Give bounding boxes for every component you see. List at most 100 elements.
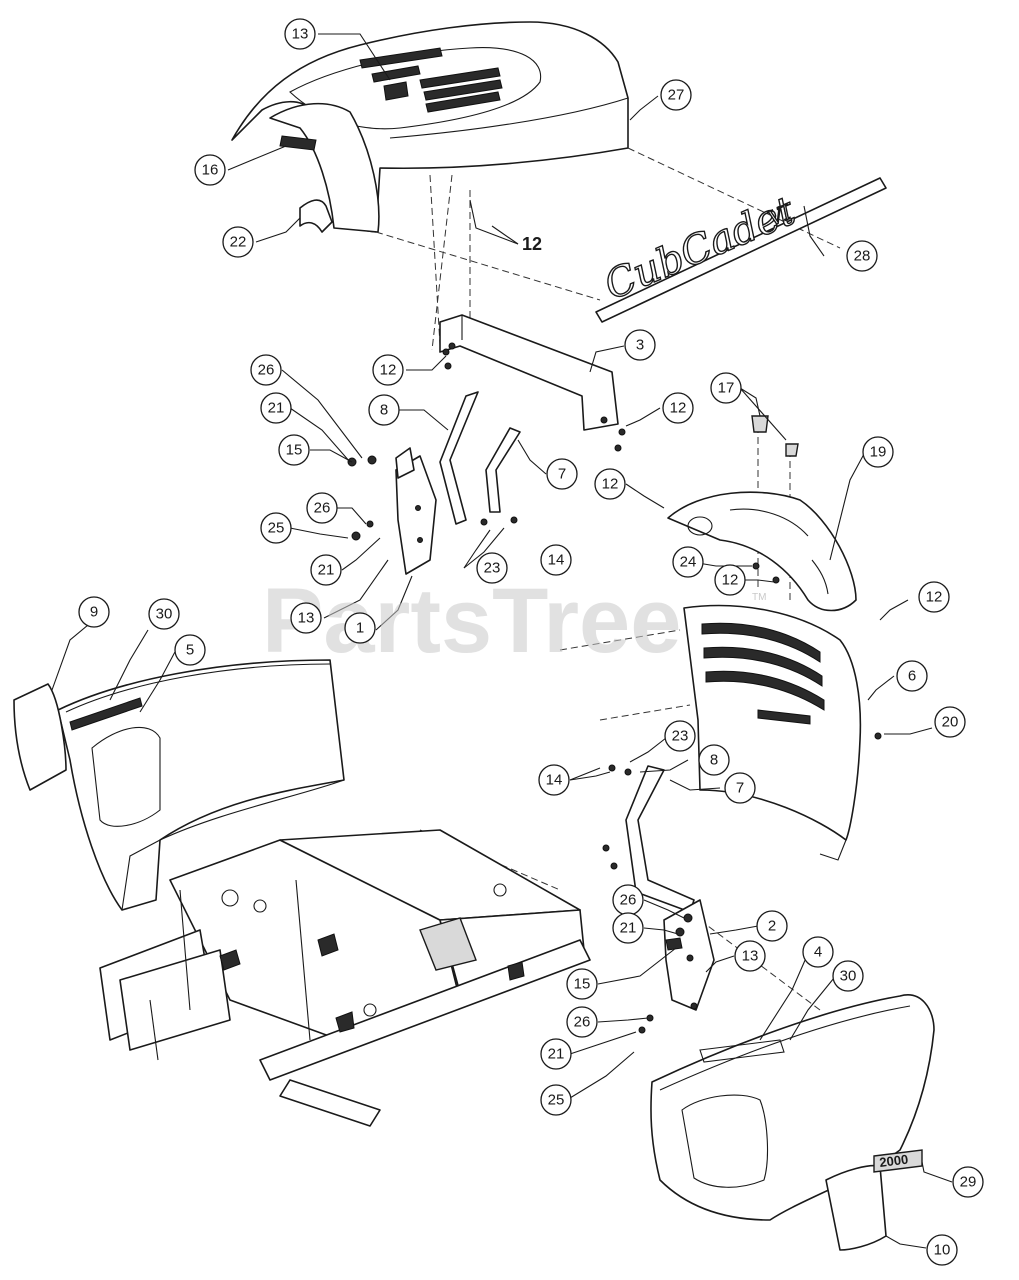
callout-circle [546, 458, 578, 490]
callout-number: 7 [736, 780, 744, 797]
callout-circle [260, 392, 292, 424]
callout-circle [290, 602, 322, 634]
callout-12[interactable]: 12 [372, 354, 404, 386]
callout-12[interactable]: 12 [918, 581, 950, 613]
callout-25[interactable]: 25 [260, 512, 292, 544]
callout-circle [918, 581, 950, 613]
callout-number: 23 [484, 560, 501, 577]
callout-number: 14 [548, 552, 565, 569]
callout-26[interactable]: 26 [612, 884, 644, 916]
callout-circle [222, 226, 254, 258]
callout-number: 19 [870, 444, 887, 461]
callout-number: 12 [670, 400, 687, 417]
callout-number: 26 [258, 362, 275, 379]
callout-26[interactable]: 26 [250, 354, 282, 386]
callout-30[interactable]: 30 [832, 960, 864, 992]
callout-number: 20 [942, 714, 959, 731]
callout-17[interactable]: 17 [710, 372, 742, 404]
callout-3[interactable]: 3 [624, 329, 656, 361]
callout-number: 26 [574, 1014, 591, 1031]
callout-number: 30 [840, 968, 857, 985]
callout-12[interactable]: 12 [522, 234, 542, 254]
callout-circle [714, 564, 746, 596]
callout-26[interactable]: 26 [306, 492, 338, 524]
callout-circle [174, 634, 206, 666]
callout-1[interactable]: 1 [344, 612, 376, 644]
callout-13[interactable]: 13 [734, 940, 766, 972]
callout-19[interactable]: 19 [862, 436, 894, 468]
callout-circle [660, 79, 692, 111]
callout-4[interactable]: 4 [802, 936, 834, 968]
callout-number: 26 [314, 500, 331, 517]
callout-10[interactable]: 10 [926, 1234, 958, 1266]
callout-15[interactable]: 15 [278, 434, 310, 466]
callout-14[interactable]: 14 [538, 764, 570, 796]
callout-12[interactable]: 12 [714, 564, 746, 596]
callout-8[interactable]: 8 [368, 394, 400, 426]
callout-25[interactable]: 25 [540, 1084, 572, 1116]
callout-number: 12 [380, 362, 397, 379]
callout-16[interactable]: 16 [194, 154, 226, 186]
callout-9[interactable]: 9 [78, 596, 110, 628]
callout-15[interactable]: 15 [566, 968, 598, 1000]
callout-circle [566, 1006, 598, 1038]
callout-23[interactable]: 23 [476, 552, 508, 584]
callout-28[interactable]: 28 [846, 240, 878, 272]
callout-7[interactable]: 7 [546, 458, 578, 490]
callout-circle [260, 512, 292, 544]
callout-13[interactable]: 13 [290, 602, 322, 634]
callout-13[interactable]: 13 [284, 18, 316, 50]
front-grille-6[interactable] [683, 604, 862, 861]
left-side-cover-9[interactable] [13, 683, 67, 791]
hinge-arm-8-left[interactable] [439, 391, 479, 525]
callout-number: 21 [620, 920, 637, 937]
callout-circle [372, 354, 404, 386]
callout-21[interactable]: 21 [310, 554, 342, 586]
callout-number: 5 [186, 642, 194, 659]
right-side-panel-4[interactable] [650, 994, 935, 1221]
callout-number: 21 [548, 1046, 565, 1063]
callout-21[interactable]: 21 [612, 912, 644, 944]
callout-number: 13 [298, 610, 315, 627]
callout-8[interactable]: 8 [698, 744, 730, 776]
callout-number: 15 [574, 976, 591, 993]
callout-12[interactable]: 12 [594, 468, 626, 500]
hood-vent-grille [359, 47, 503, 113]
callout-number: 7 [558, 466, 566, 483]
hinge-plate-2[interactable] [663, 899, 715, 1011]
hinge-plate-1[interactable] [395, 455, 437, 575]
hood-part[interactable] [231, 21, 629, 233]
callout-21[interactable]: 21 [540, 1038, 572, 1070]
hinge-arm-7-left[interactable] [485, 427, 521, 513]
callout-24[interactable]: 24 [672, 546, 704, 578]
watermark: PartsTree TM [262, 570, 766, 672]
callout-20[interactable]: 20 [934, 706, 966, 738]
callout-22[interactable]: 22 [222, 226, 254, 258]
callout-14[interactable]: 14 [540, 544, 572, 576]
callout-circle [148, 598, 180, 630]
callout-26[interactable]: 26 [566, 1006, 598, 1038]
callout-7[interactable]: 7 [724, 772, 756, 804]
headlight-housing-19[interactable] [667, 415, 857, 612]
callout-2[interactable]: 2 [756, 910, 788, 942]
callout-12[interactable]: 12 [662, 392, 694, 424]
hinge-arm-7-right[interactable] [625, 765, 695, 913]
callout-number: 30 [156, 606, 173, 623]
callout-23[interactable]: 23 [664, 720, 696, 752]
callout-circle [540, 1084, 572, 1116]
right-side-cover-10[interactable] [825, 1164, 887, 1251]
callout-number: 8 [710, 752, 718, 769]
callout-6[interactable]: 6 [896, 660, 928, 692]
callout-number: 10 [934, 1242, 951, 1259]
callout-30[interactable]: 30 [148, 598, 180, 630]
callout-21[interactable]: 21 [260, 392, 292, 424]
hinge-bracket-left [395, 447, 415, 479]
callout-27[interactable]: 27 [660, 79, 692, 111]
callout-circle [624, 329, 656, 361]
callout-29[interactable]: 29 [952, 1166, 984, 1198]
left-side-panel-5[interactable] [57, 659, 345, 911]
callout-5[interactable]: 5 [174, 634, 206, 666]
callout-circle [284, 18, 316, 50]
